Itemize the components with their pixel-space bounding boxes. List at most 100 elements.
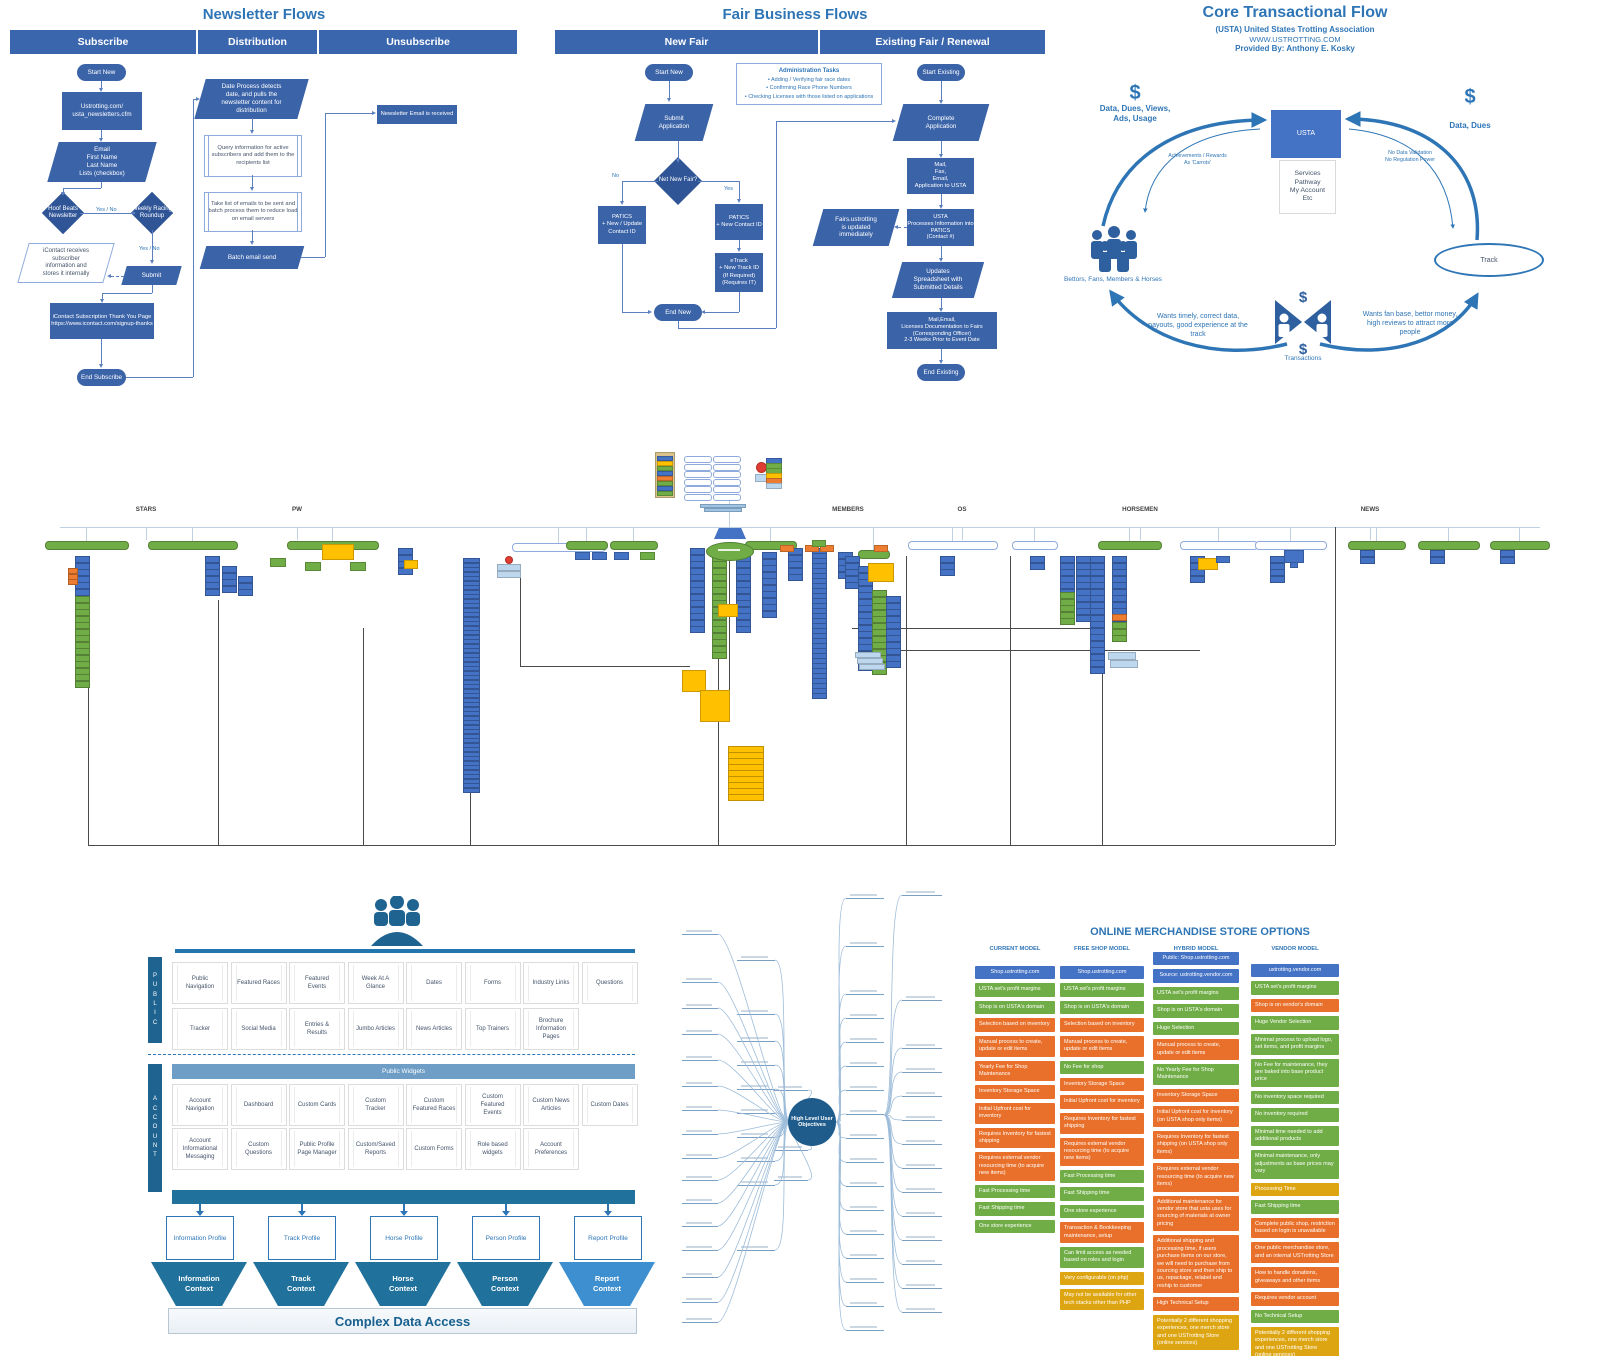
- merch-cell: Fast Shipping time: [975, 1202, 1055, 1216]
- arch-cell: News Articles: [406, 1008, 462, 1050]
- core-arrow-track-to-usta: [1344, 111, 1480, 241]
- fair-col-existing: Existing Fair / Renewal: [820, 30, 1045, 54]
- merch-cell: Potentially 2 different shopping experie…: [1251, 1326, 1339, 1356]
- flow-form-fields: Email First Name Last Name Lists (checkb…: [47, 142, 157, 182]
- merch-cell: Selection based on inventory: [975, 1018, 1055, 1032]
- arch-cell: Role based widgets: [464, 1128, 521, 1170]
- sitemap-box: [575, 552, 590, 560]
- mindmap-node: [902, 895, 942, 896]
- merch-cell: Requires external vendor resourcing time…: [1153, 1163, 1239, 1192]
- sitemap-drop-line: [192, 527, 193, 541]
- yes-label: Yes: [724, 186, 733, 192]
- mindmap-connector: [835, 1017, 847, 1123]
- arch-cell: Custom News Articles: [523, 1084, 579, 1126]
- sitemap-box: [657, 491, 673, 496]
- sitemap-box: [690, 626, 705, 633]
- mindmap-node-text: [686, 1154, 712, 1156]
- sitemap-section-label: OS: [957, 506, 967, 513]
- merch-cell: Inventory Storage Space: [1060, 1077, 1144, 1092]
- mindmap-node: [846, 1330, 884, 1331]
- merch-column-header: FREE SHOP MODEL: [1074, 946, 1130, 952]
- merch-cell: Requires vendor account: [1251, 1292, 1339, 1306]
- arch-arrow: [199, 1204, 201, 1212]
- sitemap-box: [657, 461, 673, 466]
- merch-cell: Huge Vendor Selection: [1251, 1016, 1339, 1030]
- arch-cell: Week At A Glance: [347, 962, 404, 1004]
- mindmap-node: [846, 1138, 884, 1139]
- mindmap-node-text: [686, 1298, 712, 1300]
- sitemap-drop-line: [1519, 527, 1520, 541]
- mindmap-node-text: [906, 891, 935, 893]
- flow-submit-application: Submit Application: [634, 104, 714, 141]
- merch-cell: USTA set's profit margins: [1153, 986, 1239, 1001]
- sitemap-box: [1060, 618, 1075, 625]
- mindmap-node: [902, 1144, 942, 1145]
- mindmap-node: [846, 1186, 884, 1187]
- mindmap-node-text: [850, 1326, 878, 1328]
- sitemap-root-pill: [684, 471, 712, 479]
- mindmap-node: [682, 982, 718, 983]
- merch-cell: Processing Time: [1251, 1182, 1339, 1197]
- flow-net-new-fair-label: Net New Fair?: [658, 177, 698, 184]
- sitemap-box: [1270, 575, 1285, 583]
- sitemap-box: [238, 589, 253, 596]
- sitemap-box: [592, 552, 607, 560]
- sitemap-box: [657, 466, 673, 471]
- merch-cell: Transaction & Bookkeeping maintenance, s…: [1060, 1222, 1144, 1244]
- mindmap-connector: [717, 981, 789, 1123]
- yes-no-label: Yes / No: [139, 246, 160, 252]
- sitemap-box: [1112, 614, 1127, 621]
- sitemap-section-label: NEWS: [1360, 506, 1380, 513]
- merch-cell: Source: ustrotting.vendor.com: [1153, 969, 1239, 983]
- mindmap-connector: [717, 933, 789, 1123]
- mindmap-node: [902, 1288, 942, 1289]
- mindmap-node: [902, 1072, 942, 1073]
- sitemap-box: [700, 504, 746, 508]
- arch-arrow: [403, 1204, 405, 1212]
- mindmap-node-text: [906, 1236, 935, 1238]
- mindmap-connector: [717, 1121, 789, 1251]
- sitemap-box: [812, 540, 826, 547]
- merch-cell: One public merchandise store, and an int…: [1251, 1242, 1339, 1264]
- flow-mail-fax: Mail, Fax, Email, Application to USTA: [907, 158, 974, 194]
- mindmap-node: [737, 1137, 775, 1138]
- mindmap-node-text: [686, 978, 712, 980]
- sitemap-line: [297, 527, 298, 540]
- sitemap-line: [1102, 628, 1103, 845]
- flow-complete-application: Complete Application: [892, 104, 990, 141]
- flow-end-new: End New: [654, 304, 702, 321]
- mindmap-connector: [835, 897, 847, 1123]
- no-label: No: [612, 173, 620, 179]
- sitemap-box: [505, 556, 513, 564]
- merch-cell: Fast Shipping time: [1251, 1200, 1339, 1214]
- core-usta-box: USTA: [1271, 110, 1341, 158]
- merch-column-header: CURRENT MODEL: [989, 946, 1041, 952]
- mindmap-node-text: [741, 1010, 769, 1012]
- mindmap-node-text: [686, 1106, 712, 1108]
- mindmap-connector: [717, 1121, 789, 1303]
- mindmap-connector: [883, 1114, 903, 1313]
- mindmap-node: [774, 1150, 808, 1151]
- mindmap-connector: [835, 945, 847, 1123]
- merch-cell: Manual process to create, update or edit…: [1060, 1035, 1144, 1057]
- mindmap-node: [846, 1018, 884, 1019]
- mindmap-node-text: [686, 1056, 712, 1058]
- sitemap-box: [736, 626, 751, 633]
- mindmap-node-text: [686, 930, 712, 932]
- arch-context-trapezoid: Report Context: [559, 1262, 655, 1306]
- core-bettors-label: Bettors, Fans, Members & Horses: [1064, 276, 1162, 283]
- mindmap-node-text: [850, 1206, 878, 1208]
- merch-cell: Manual process to create, update or edit…: [975, 1035, 1055, 1057]
- merch-cell: May not be available for other tech stac…: [1060, 1289, 1144, 1311]
- sitemap-box: [886, 661, 901, 668]
- sitemap-box: [305, 562, 321, 571]
- sitemap-line: [363, 628, 364, 845]
- merch-cell: Yearly Fee for Shop Maintenance: [975, 1060, 1055, 1082]
- mindmap-connector: [835, 1041, 847, 1123]
- mindmap-node: [902, 1240, 942, 1241]
- core-arrow-people-to-usta: [1101, 112, 1268, 227]
- sitemap-root-pill: [713, 494, 741, 501]
- flow-usta-processes: USTA Processes Information into PATICS (…: [907, 209, 974, 246]
- mindmap-node-text: [850, 1014, 878, 1016]
